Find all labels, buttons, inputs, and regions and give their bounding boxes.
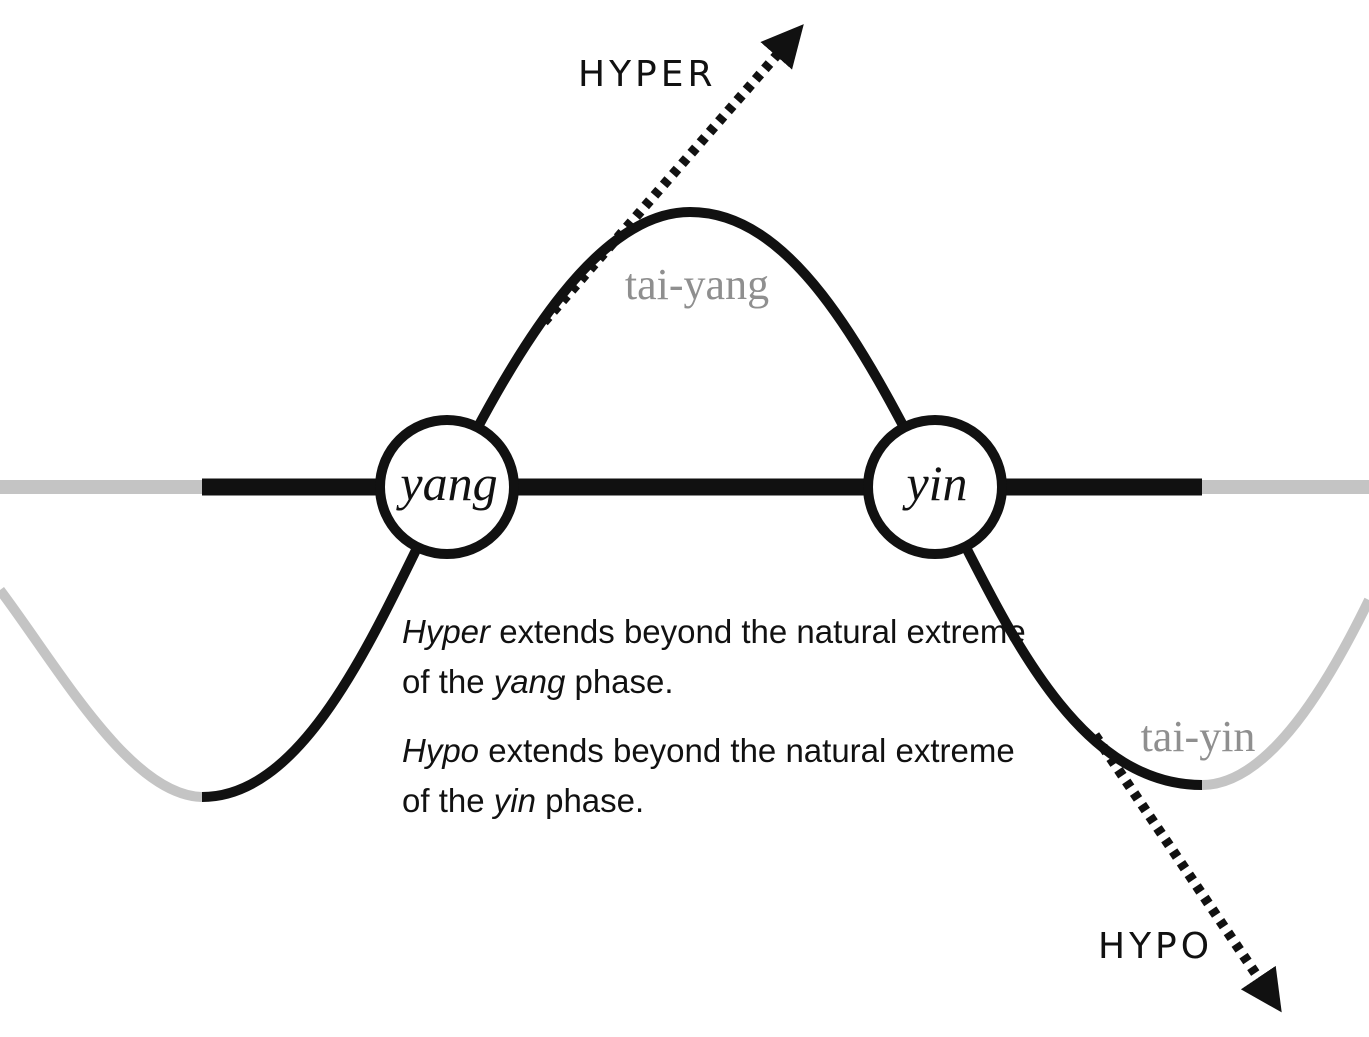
yang-node: yang — [375, 415, 519, 559]
hypo-caption-phase: yin — [493, 782, 536, 819]
hypo-label: HYPO — [1098, 926, 1213, 967]
wave-main — [201, 206, 1203, 802]
yang-node-label: yang — [395, 455, 497, 511]
hypo-caption-text-b: phase. — [535, 782, 645, 819]
hypo-caption: Hypo extends beyond the natural extreme … — [402, 726, 1042, 826]
yin-node-label: yin — [901, 455, 967, 511]
hyper-term: Hyper — [402, 613, 491, 650]
hyper-caption: Hyper extends beyond the natural extreme… — [402, 607, 1042, 707]
hypo-arrow — [1090, 732, 1282, 1013]
hyper-caption-phase: yang — [493, 663, 566, 700]
hyper-caption-text-b: phase. — [565, 663, 674, 700]
hyper-caption-text-a: extends beyond the natural extreme of th… — [402, 613, 1026, 700]
hypo-caption-text-a: extends beyond the natural extreme of th… — [402, 732, 1015, 819]
hypo-term: Hypo — [402, 732, 480, 769]
hyper-label: HYPER — [578, 54, 717, 95]
wave-left-faded — [0, 587, 203, 802]
wave-right-faded — [1201, 597, 1369, 790]
tai-yin-label: tai-yin — [1141, 712, 1256, 761]
tai-yang-label: tai-yang — [625, 260, 769, 309]
yin-node: yin — [863, 415, 1007, 559]
hyper-arrow — [540, 24, 804, 326]
